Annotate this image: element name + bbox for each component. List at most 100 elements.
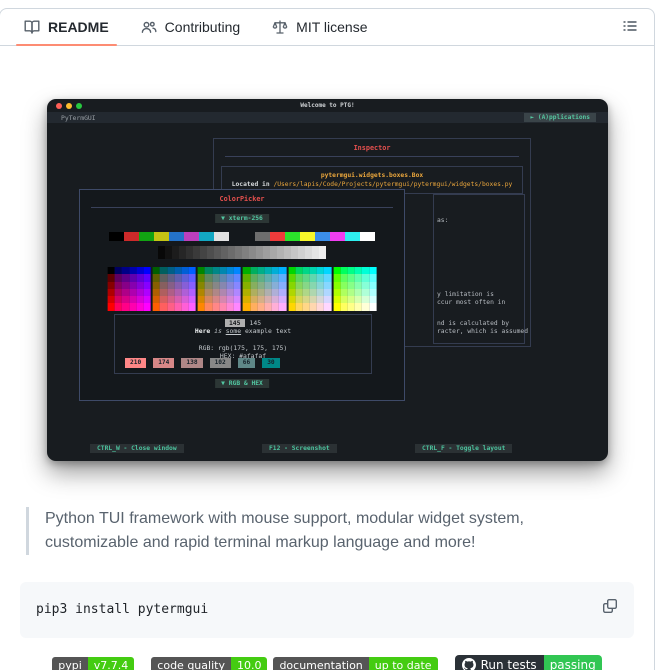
doc-fragment: racter, which is assumed (437, 328, 528, 335)
color-swatch (288, 267, 296, 275)
color-swatch (143, 267, 151, 275)
color-swatch (143, 281, 151, 289)
color-swatch (122, 267, 130, 275)
color-swatch (362, 281, 370, 289)
color-swatch (295, 267, 303, 275)
color-swatch (197, 267, 206, 275)
color-swatch (243, 303, 251, 311)
color-swatch (302, 288, 310, 297)
color-swatch (316, 274, 325, 282)
color-swatch (324, 267, 332, 275)
color-swatch (226, 274, 234, 282)
color-cube (107, 267, 377, 311)
color-swatch (295, 288, 303, 297)
color-swatch (122, 303, 130, 311)
color-swatch (257, 288, 265, 297)
color-swatch (143, 274, 151, 282)
color-swatch (154, 232, 169, 241)
color-swatch (288, 281, 296, 289)
color-swatch (174, 281, 182, 289)
color-swatch (122, 288, 130, 297)
color-swatch (360, 232, 375, 241)
color-cube-block (243, 267, 287, 311)
color-swatch (288, 296, 296, 304)
color-swatch (285, 232, 300, 241)
tab-mit-license[interactable]: MIT license (256, 9, 383, 45)
color-swatch (235, 246, 242, 259)
color-swatch (159, 296, 168, 304)
color-swatch (270, 232, 285, 241)
color-swatch (340, 288, 348, 297)
standard-colors-group (109, 232, 229, 241)
color-swatch (197, 296, 206, 304)
color-cube-block (333, 267, 377, 311)
outline-button[interactable] (614, 14, 646, 41)
color-swatch (228, 246, 235, 259)
color-swatch (369, 274, 377, 282)
color-swatch (347, 296, 355, 304)
color-swatch (291, 246, 298, 259)
color-swatch (152, 274, 160, 282)
color-cube-block (107, 267, 151, 311)
color-swatch (362, 274, 370, 282)
color-swatch (324, 281, 332, 289)
color-swatch (309, 274, 317, 282)
color-swatch (288, 303, 296, 311)
color-swatch (354, 288, 362, 297)
value-chip: 174 (153, 357, 175, 368)
color-swatch (278, 274, 287, 282)
color-swatch (152, 288, 160, 297)
color-swatch (143, 296, 151, 304)
tab-readme[interactable]: README (8, 9, 125, 46)
color-swatch (129, 303, 137, 311)
color-swatch (264, 303, 272, 311)
color-swatch (347, 288, 355, 297)
color-swatch (136, 267, 144, 275)
color-swatch (114, 281, 122, 289)
color-swatch (205, 288, 213, 297)
law-icon (272, 20, 288, 34)
traffic-lights (56, 103, 82, 109)
color-swatch (152, 267, 160, 275)
color-swatch (136, 296, 144, 304)
color-swatch (167, 281, 175, 289)
color-swatch (212, 288, 220, 297)
color-swatch (181, 267, 189, 275)
list-outline-icon (623, 20, 637, 31)
color-swatch (250, 288, 258, 297)
color-swatch (129, 281, 137, 289)
color-swatch (129, 274, 137, 282)
color-swatch (197, 281, 206, 289)
color-swatch (333, 296, 341, 304)
color-swatch (184, 232, 199, 241)
color-swatch (197, 288, 206, 297)
terminal-screenshot-image[interactable]: Welcome to PTG! PyTermGUI ► (A)pplicatio… (47, 99, 608, 461)
color-swatch (167, 274, 175, 282)
color-swatch (205, 274, 213, 282)
color-swatch (139, 232, 154, 241)
color-swatch (159, 281, 168, 289)
color-swatch (354, 267, 362, 275)
color-swatch (309, 281, 317, 289)
color-swatch (129, 288, 137, 297)
tab-contributing[interactable]: Contributing (125, 9, 257, 45)
color-swatch (188, 303, 196, 311)
color-swatch (362, 303, 370, 311)
color-swatch (295, 303, 303, 311)
color-swatch (143, 288, 151, 297)
color-swatch (167, 296, 175, 304)
color-swatch (181, 303, 189, 311)
copy-button[interactable] (598, 594, 622, 621)
color-swatch (107, 288, 115, 297)
run-tests-badge[interactable]: Run tests passing (454, 655, 602, 670)
color-swatch (362, 288, 370, 297)
color-swatch (243, 296, 251, 304)
color-swatch (333, 267, 341, 275)
color-swatch (114, 267, 122, 275)
color-swatch (159, 274, 168, 282)
